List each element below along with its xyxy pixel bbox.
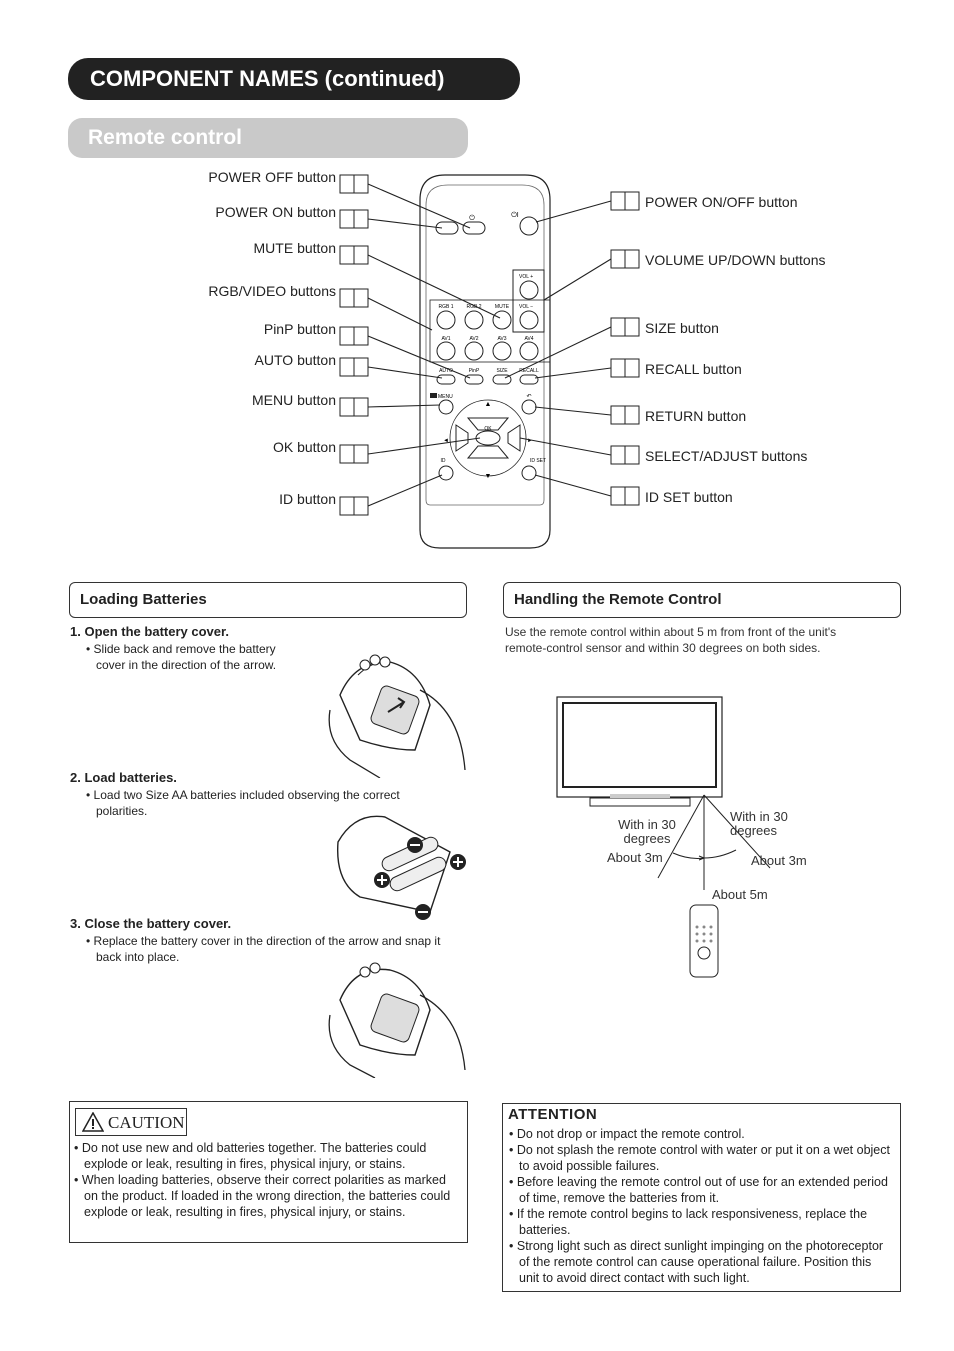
label-mute: MUTE button [253,240,336,256]
svg-text:▲: ▲ [485,401,492,408]
svg-text:AV1: AV1 [441,336,450,342]
step1-text: Slide back and remove the battery cover … [86,641,306,673]
svg-text:⏻I: ⏻I [511,211,519,219]
label-left-angle: With in 30 degrees [618,817,676,846]
svg-text:AV2: AV2 [469,336,478,342]
svg-text:ID SET: ID SET [530,458,546,464]
range-diagram [556,696,771,978]
label-return: RETURN button [645,408,747,424]
label-size: SIZE button [645,320,719,336]
page-title: COMPONENT NAMES (continued) [68,58,520,100]
svg-text:PinP: PinP [469,368,480,374]
hand-remote-open-illustration [328,654,466,778]
step3-text: Replace the battery cover in the directi… [86,933,466,965]
power-onoff-key [519,216,539,236]
svg-text:AV4: AV4 [524,336,533,342]
svg-text:AUTO: AUTO [439,368,453,374]
warning-triangle-icon [82,1112,104,1132]
label-auto: AUTO button [254,352,336,368]
label-pinp: PinP button [263,321,336,337]
label-center-dist: About 5m [712,887,768,902]
section-title: Remote control [68,118,468,158]
svg-text:RECALL: RECALL [519,368,539,374]
close-cover-illustration [328,962,466,1078]
handling-text: Use the remote control within about 5 m … [505,625,837,655]
label-recall: RECALL button [645,361,742,377]
remote-diagram: ⏻ ⏻I VOL + VOL − RGB 1 RGB 2 MUTE AV1 AV… [339,174,640,549]
label-left-dist: About 3m [607,850,663,865]
vol-down-label: VOL − [519,304,533,310]
label-volume: VOLUME UP/DOWN buttons [645,252,826,268]
svg-text:OK: OK [484,426,492,432]
caution-title: CAUTION [108,1113,185,1132]
label-id: ID button [279,491,336,507]
caution-list: Do not use new and old batteries togethe… [74,1140,458,1220]
power-off-key [435,221,459,235]
svg-text:AV3: AV3 [497,336,506,342]
label-select-adjust: SELECT/ADJUST buttons [645,448,808,464]
svg-text:◄: ◄ [443,438,449,444]
svg-text:⏻: ⏻ [469,214,475,222]
svg-text:SIZE: SIZE [496,368,508,374]
step3-title: 3. Close the battery cover. [70,916,232,931]
label-power-onoff: POWER ON/OFF button [645,194,798,210]
load-batteries-illustration [336,815,466,920]
svg-text:ID: ID [441,458,446,464]
label-idset: ID SET button [645,489,733,505]
label-right-angle: With in 30 degrees [730,809,788,838]
step1-title: 1. Open the battery cover. [70,624,229,639]
vol-up-label: VOL + [519,274,533,280]
label-menu: MENU button [251,392,336,408]
svg-text:MENU: MENU [438,394,453,400]
loading-batteries-heading: Loading Batteries [69,582,467,618]
label-rgb-video: RGB/VIDEO buttons [208,283,336,299]
svg-text:RGB 2: RGB 2 [466,304,481,310]
attention-box: ATTENTION Do not drop or impact the remo… [502,1103,901,1292]
svg-text:►: ► [527,438,533,444]
caution-badge: CAUTION [75,1108,187,1136]
handling-heading: Handling the Remote Control [503,582,901,618]
step2-title: 2. Load batteries. [70,770,177,785]
svg-text:RGB 1: RGB 1 [438,304,453,310]
svg-text:▼: ▼ [485,473,492,480]
svg-text:MUTE: MUTE [495,304,510,310]
label-ok: OK button [272,439,336,455]
caution-box: CAUTION Do not use new and old batteries… [69,1101,468,1243]
label-power-off: POWER OFF button [208,169,336,185]
label-power-on: POWER ON button [215,204,336,220]
attention-list: Do not drop or impact the remote control… [509,1126,894,1286]
step2-text: Load two Size AA batteries included obse… [86,787,446,819]
svg-text:↶: ↶ [526,393,531,400]
attention-title: ATTENTION [508,1106,598,1123]
label-right-dist: About 3m [751,853,807,868]
power-on-key [462,221,486,235]
